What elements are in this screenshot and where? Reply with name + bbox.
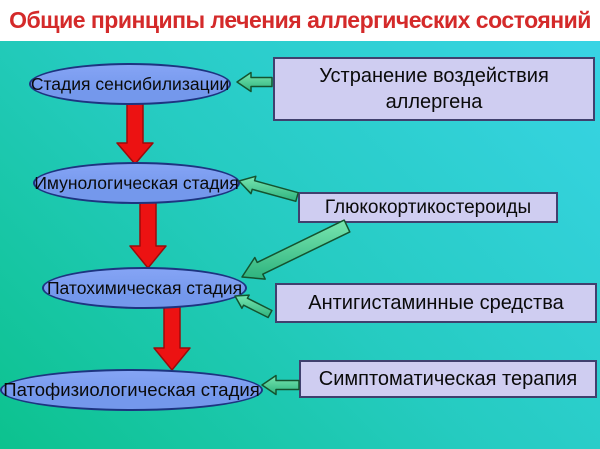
stage-label-pathochemical: Патохимическая стадия	[46, 277, 243, 298]
treatment-box-glucocorticosteroids: Глюкокортикостероиды	[298, 192, 558, 223]
treatment-label-symptomatic-therapy: Симптоматическая терапия	[318, 367, 578, 390]
stage-ellipse-immunological: Имунологическая стадия	[33, 162, 240, 204]
stage-ellipse-pathophysiological: Патофизиологическая стадия	[0, 369, 263, 411]
slide-title: Общие принципы лечения аллергических сос…	[9, 7, 591, 33]
left-arrow-box1-to-stage1-icon	[236, 71, 273, 93]
down-arrow-stage2-to-stage3-icon	[129, 199, 167, 269]
stage-ellipse-sensitization: Стадия сенсибилизации	[29, 63, 231, 105]
down-arrow-stage1-to-stage2-icon	[116, 99, 154, 165]
stage-label-sensitization: Стадия сенсибилизации	[30, 73, 230, 94]
treatment-label-glucocorticosteroids: Глюкокортикостероиды	[324, 196, 532, 218]
left-arrow-box4-to-stage4-icon	[261, 374, 300, 396]
treatment-label-allergen-elimination: Устранение воздействия аллергена	[319, 65, 549, 113]
treatment-box-allergen-elimination: Устранение воздействия аллергена	[273, 57, 595, 121]
stage-ellipse-pathochemical: Патохимическая стадия	[42, 267, 247, 309]
treatment-box-symptomatic-therapy: Симптоматическая терапия	[299, 360, 597, 398]
treatment-label-antihistamines: Антигистаминные средства	[308, 291, 564, 314]
stage-label-immunological: Имунологическая стадия	[34, 172, 239, 193]
diagonal-arrow-box2-to-stage3-icon	[241, 219, 351, 280]
down-arrow-stage3-to-stage4-icon	[153, 305, 191, 371]
stage-label-pathophysiological: Патофизиологическая стадия	[3, 379, 260, 400]
slide-header: Общие принципы лечения аллергических сос…	[0, 0, 600, 41]
treatment-box-antihistamines: Антигистаминные средства	[275, 283, 597, 323]
left-arrow-box2-to-stage2-icon	[238, 175, 299, 203]
